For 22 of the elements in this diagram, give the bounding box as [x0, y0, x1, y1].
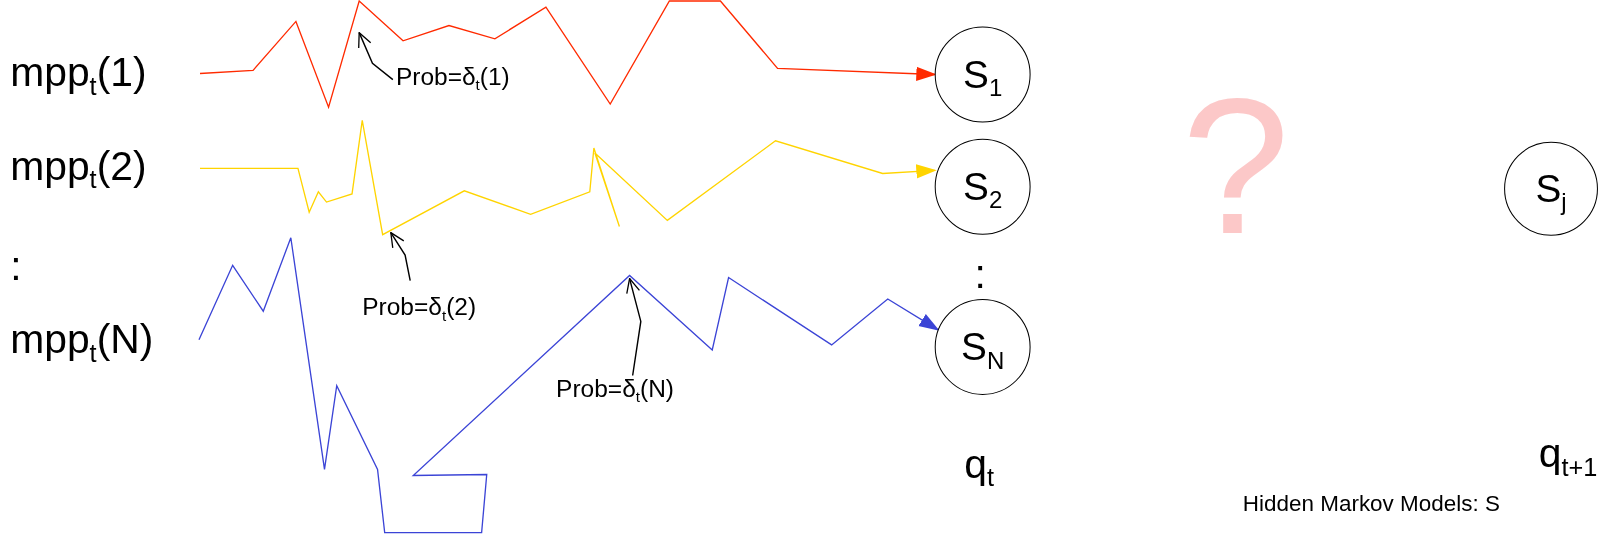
probability-label: Prob=δ$_{t}$(1) [395, 63, 510, 91]
state-path-label: mpp$_{t}$(N) [10, 316, 154, 362]
arrow [199, 0, 937, 110]
arrow [199, 119, 937, 236]
time-step-label: q$_{t+1}$ [1538, 430, 1598, 476]
state-path-label: mpp$_{t}$(2) [10, 142, 147, 188]
caption: Hidden Markov Models: S [1242, 491, 1500, 517]
ellipsis: : [974, 251, 986, 296]
state-circle: S$_{j}$ [1504, 141, 1598, 236]
state-circle: S$_{N}$ [934, 299, 1031, 395]
time-step-label: q$_{t}$ [964, 440, 994, 486]
question-mark: ? [1181, 59, 1290, 273]
probability-label: Prob=δ$_{t}$(2) [362, 293, 477, 321]
arrow [198, 237, 940, 534]
state-path-label: mpp$_{t}$(1) [10, 49, 147, 94]
leader-line [390, 231, 411, 282]
ellipsis: : [10, 242, 22, 288]
state-circle: S$_{2}$ [934, 138, 1031, 235]
state-circle: S$_{1}$ [934, 26, 1031, 123]
probability-label: Prob=δ$_{t}$(N) [556, 375, 675, 403]
leader-line [626, 277, 642, 377]
leader-line [358, 31, 394, 81]
